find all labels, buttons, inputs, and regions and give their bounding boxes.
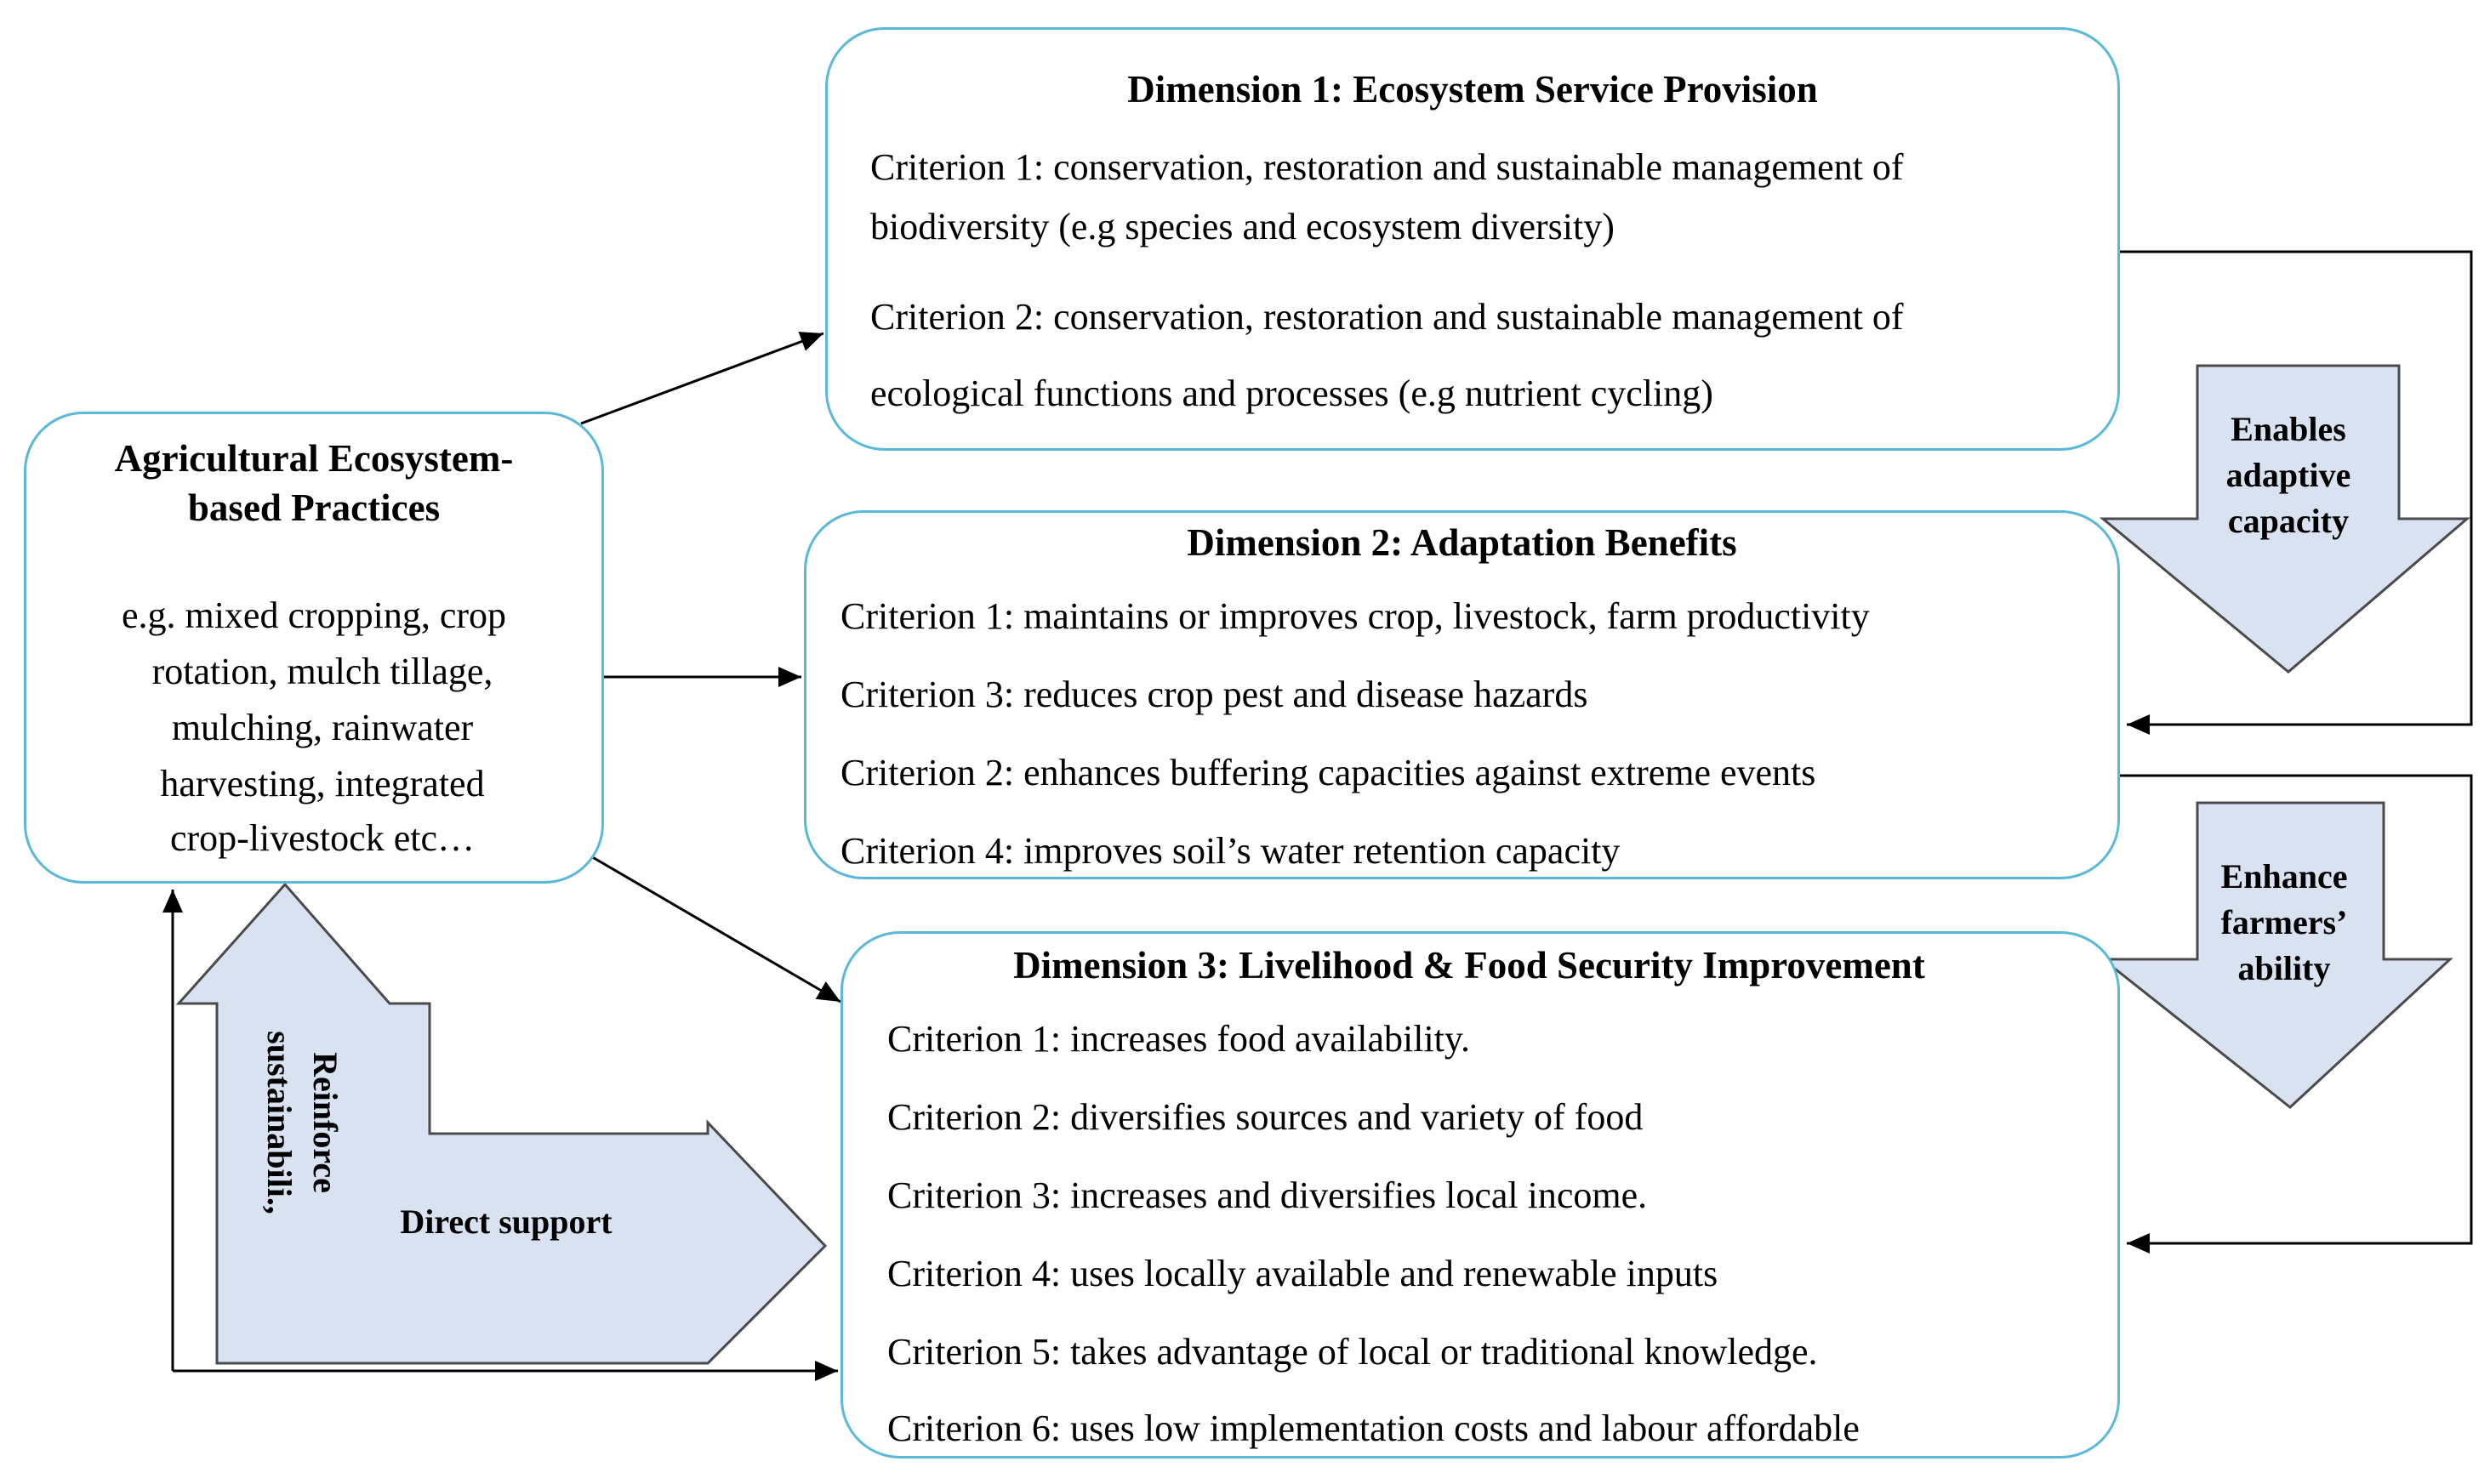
practices-example-1: e.g. mixed cropping, crop (121, 594, 507, 636)
dimension1-title: Dimension 1: Ecosystem Service Provision (1127, 68, 1818, 111)
enhance-label-line1: Enhance (2220, 857, 2348, 896)
reinforce-direct-support-arrow (175, 882, 828, 1365)
practices-example-5: crop-livestock etc… (170, 817, 475, 859)
reinforce-label-line2: sustainabili., (260, 1031, 299, 1214)
dimension3-line-5: Criterion 5: takes advantage of local or… (887, 1331, 1818, 1373)
enhance-label-line2: farmers’ (2220, 903, 2348, 941)
dimension2-line-3: Criterion 2: enhances buffering capaciti… (840, 752, 1816, 793)
dimension1-box: Dimension 1: Ecosystem Service Provision… (825, 27, 2120, 451)
enables-label-line1: Enables (2231, 410, 2346, 448)
dimension1-line-1: Criterion 1: conservation, restoration a… (870, 146, 1904, 188)
practices-example-2: rotation, mulch tillage, (151, 651, 493, 692)
dimension3-line-3: Criterion 3: increases and diversifies l… (887, 1174, 1648, 1216)
dimension1-line-4: ecological functions and processes (e.g … (870, 372, 1713, 414)
enhance-label-line3: ability (2237, 949, 2331, 987)
direct-support-label: Direct support (400, 1203, 613, 1241)
arrow-practices-to-dimension1 (580, 332, 824, 425)
enhance-farmers-ability-arrow (2099, 801, 2453, 1109)
dimension2-title: Dimension 2: Adaptation Benefits (1187, 521, 1737, 564)
arrow-practices-to-dimension3 (584, 851, 841, 1004)
practices-example-3: mulching, rainwater (171, 707, 474, 748)
dimension3-line-1: Criterion 1: increases food availability… (887, 1018, 1471, 1060)
enables-adaptive-capacity-label: Enables adaptive capacity (2178, 407, 2399, 544)
connector-dimension1-to-dimension2 (2120, 250, 2473, 735)
enables-label-line3: capacity (2227, 502, 2350, 540)
dimension1-line-3: Criterion 2: conservation, restoration a… (870, 296, 1904, 338)
dimension3-line-2: Criterion 2: diversifies sources and var… (887, 1096, 1644, 1138)
reinforce-sustainability-label: Reinforce sustainabili., (256, 1012, 348, 1233)
enables-adaptive-capacity-arrow (2099, 364, 2471, 674)
dimension1-line-2: biodiversity (e.g species and ecosystem … (870, 206, 1615, 247)
dimension2-box: Dimension 2: Adaptation Benefits Criteri… (804, 510, 2120, 879)
reinforce-label-line1: Reinforce (306, 1052, 345, 1193)
practices-title-line1: Agricultural Ecosystem- (114, 437, 514, 480)
practices-example-4: harvesting, integrated (160, 763, 485, 805)
connector-dimension2-to-dimension3 (2120, 774, 2473, 1254)
dimension3-line-4: Criterion 4: uses locally available and … (887, 1253, 1718, 1294)
enables-label-line2: adaptive (2225, 456, 2351, 494)
practices-title-line2: based Practices (187, 486, 441, 529)
dimension2-line-4: Criterion 4: improves soil’s water reten… (840, 830, 1621, 872)
dimension3-box: Dimension 3: Livelihood & Food Security … (840, 931, 2120, 1458)
dimension2-line-2: Criterion 3: reduces crop pest and disea… (840, 674, 1588, 715)
practices-box: Agricultural Ecosystem- based Practices … (24, 412, 604, 884)
enhance-farmers-ability-label: Enhance farmers’ ability (2174, 854, 2395, 992)
dimension2-line-1: Criterion 1: maintains or improves crop,… (840, 595, 1870, 637)
dimension3-line-6: Criterion 6: uses low implementation cos… (887, 1407, 1860, 1449)
dimension3-title: Dimension 3: Livelihood & Food Security … (1013, 944, 1925, 986)
